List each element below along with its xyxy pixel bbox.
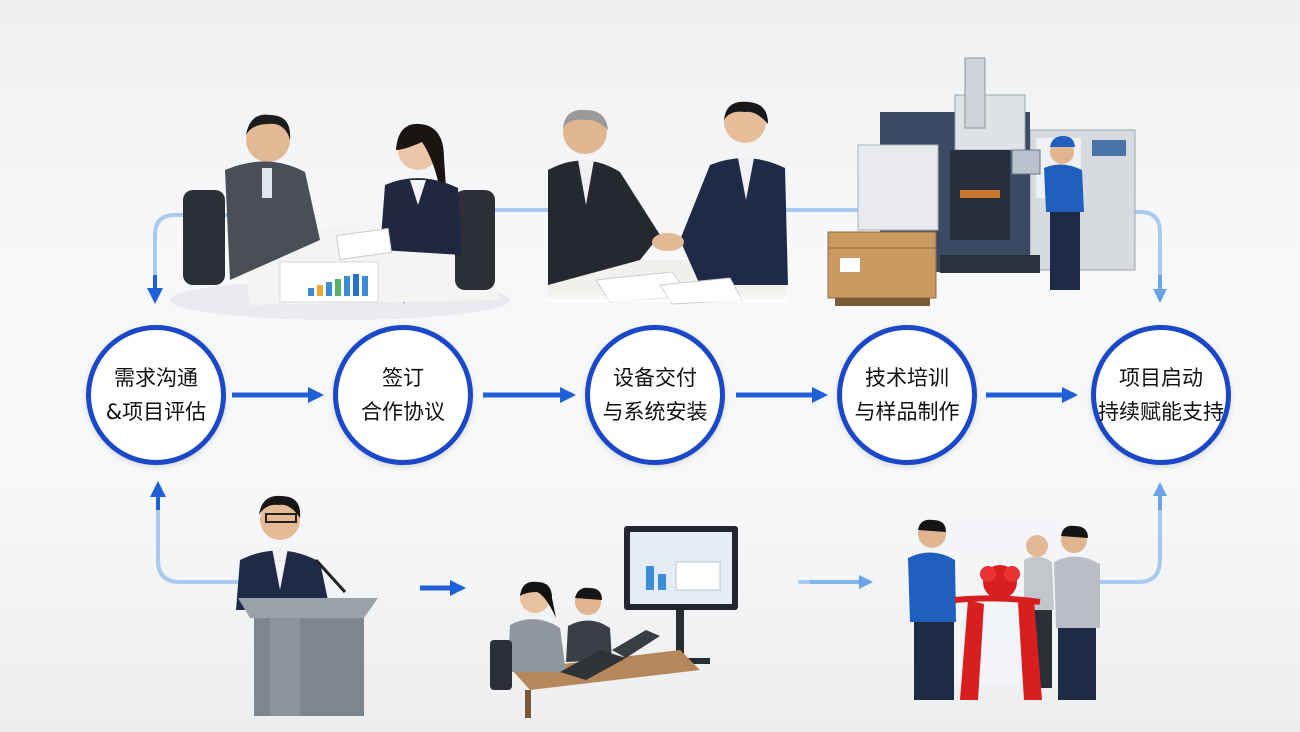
bottom-arrows <box>150 481 1167 596</box>
machine-photo <box>827 57 1136 306</box>
step-3-line1: 设备交付 <box>613 366 697 390</box>
step-5-launch: 项目启动 持续赋能支持 <box>1091 325 1231 465</box>
step-5-line1: 项目启动 <box>1119 366 1203 390</box>
step-1-line2: &项目评估 <box>105 400 207 424</box>
step-2-line2: 合作协议 <box>361 400 445 424</box>
step-5-line2: 持续赋能支持 <box>1098 400 1224 424</box>
step-1-requirements: 需求沟通 &项目评估 <box>86 325 226 465</box>
ribbon-cutting-photo <box>908 519 1100 700</box>
step-2-agreement: 签订 合作协议 <box>333 325 473 465</box>
training-photo <box>490 526 738 718</box>
step-2-line1: 签订 <box>382 366 424 390</box>
step-3-line2: 与系统安装 <box>602 400 708 424</box>
presentation-photo <box>236 495 378 716</box>
step-4-line2: 与样品制作 <box>854 400 960 424</box>
step-4-training: 技术培训 与样品制作 <box>837 325 977 465</box>
step-1-line1: 需求沟通 <box>114 366 198 390</box>
handshake-photo <box>546 101 788 305</box>
meeting-photo <box>170 114 510 320</box>
step-4-line1: 技术培训 <box>865 366 949 390</box>
step-3-delivery: 设备交付 与系统安装 <box>585 325 725 465</box>
